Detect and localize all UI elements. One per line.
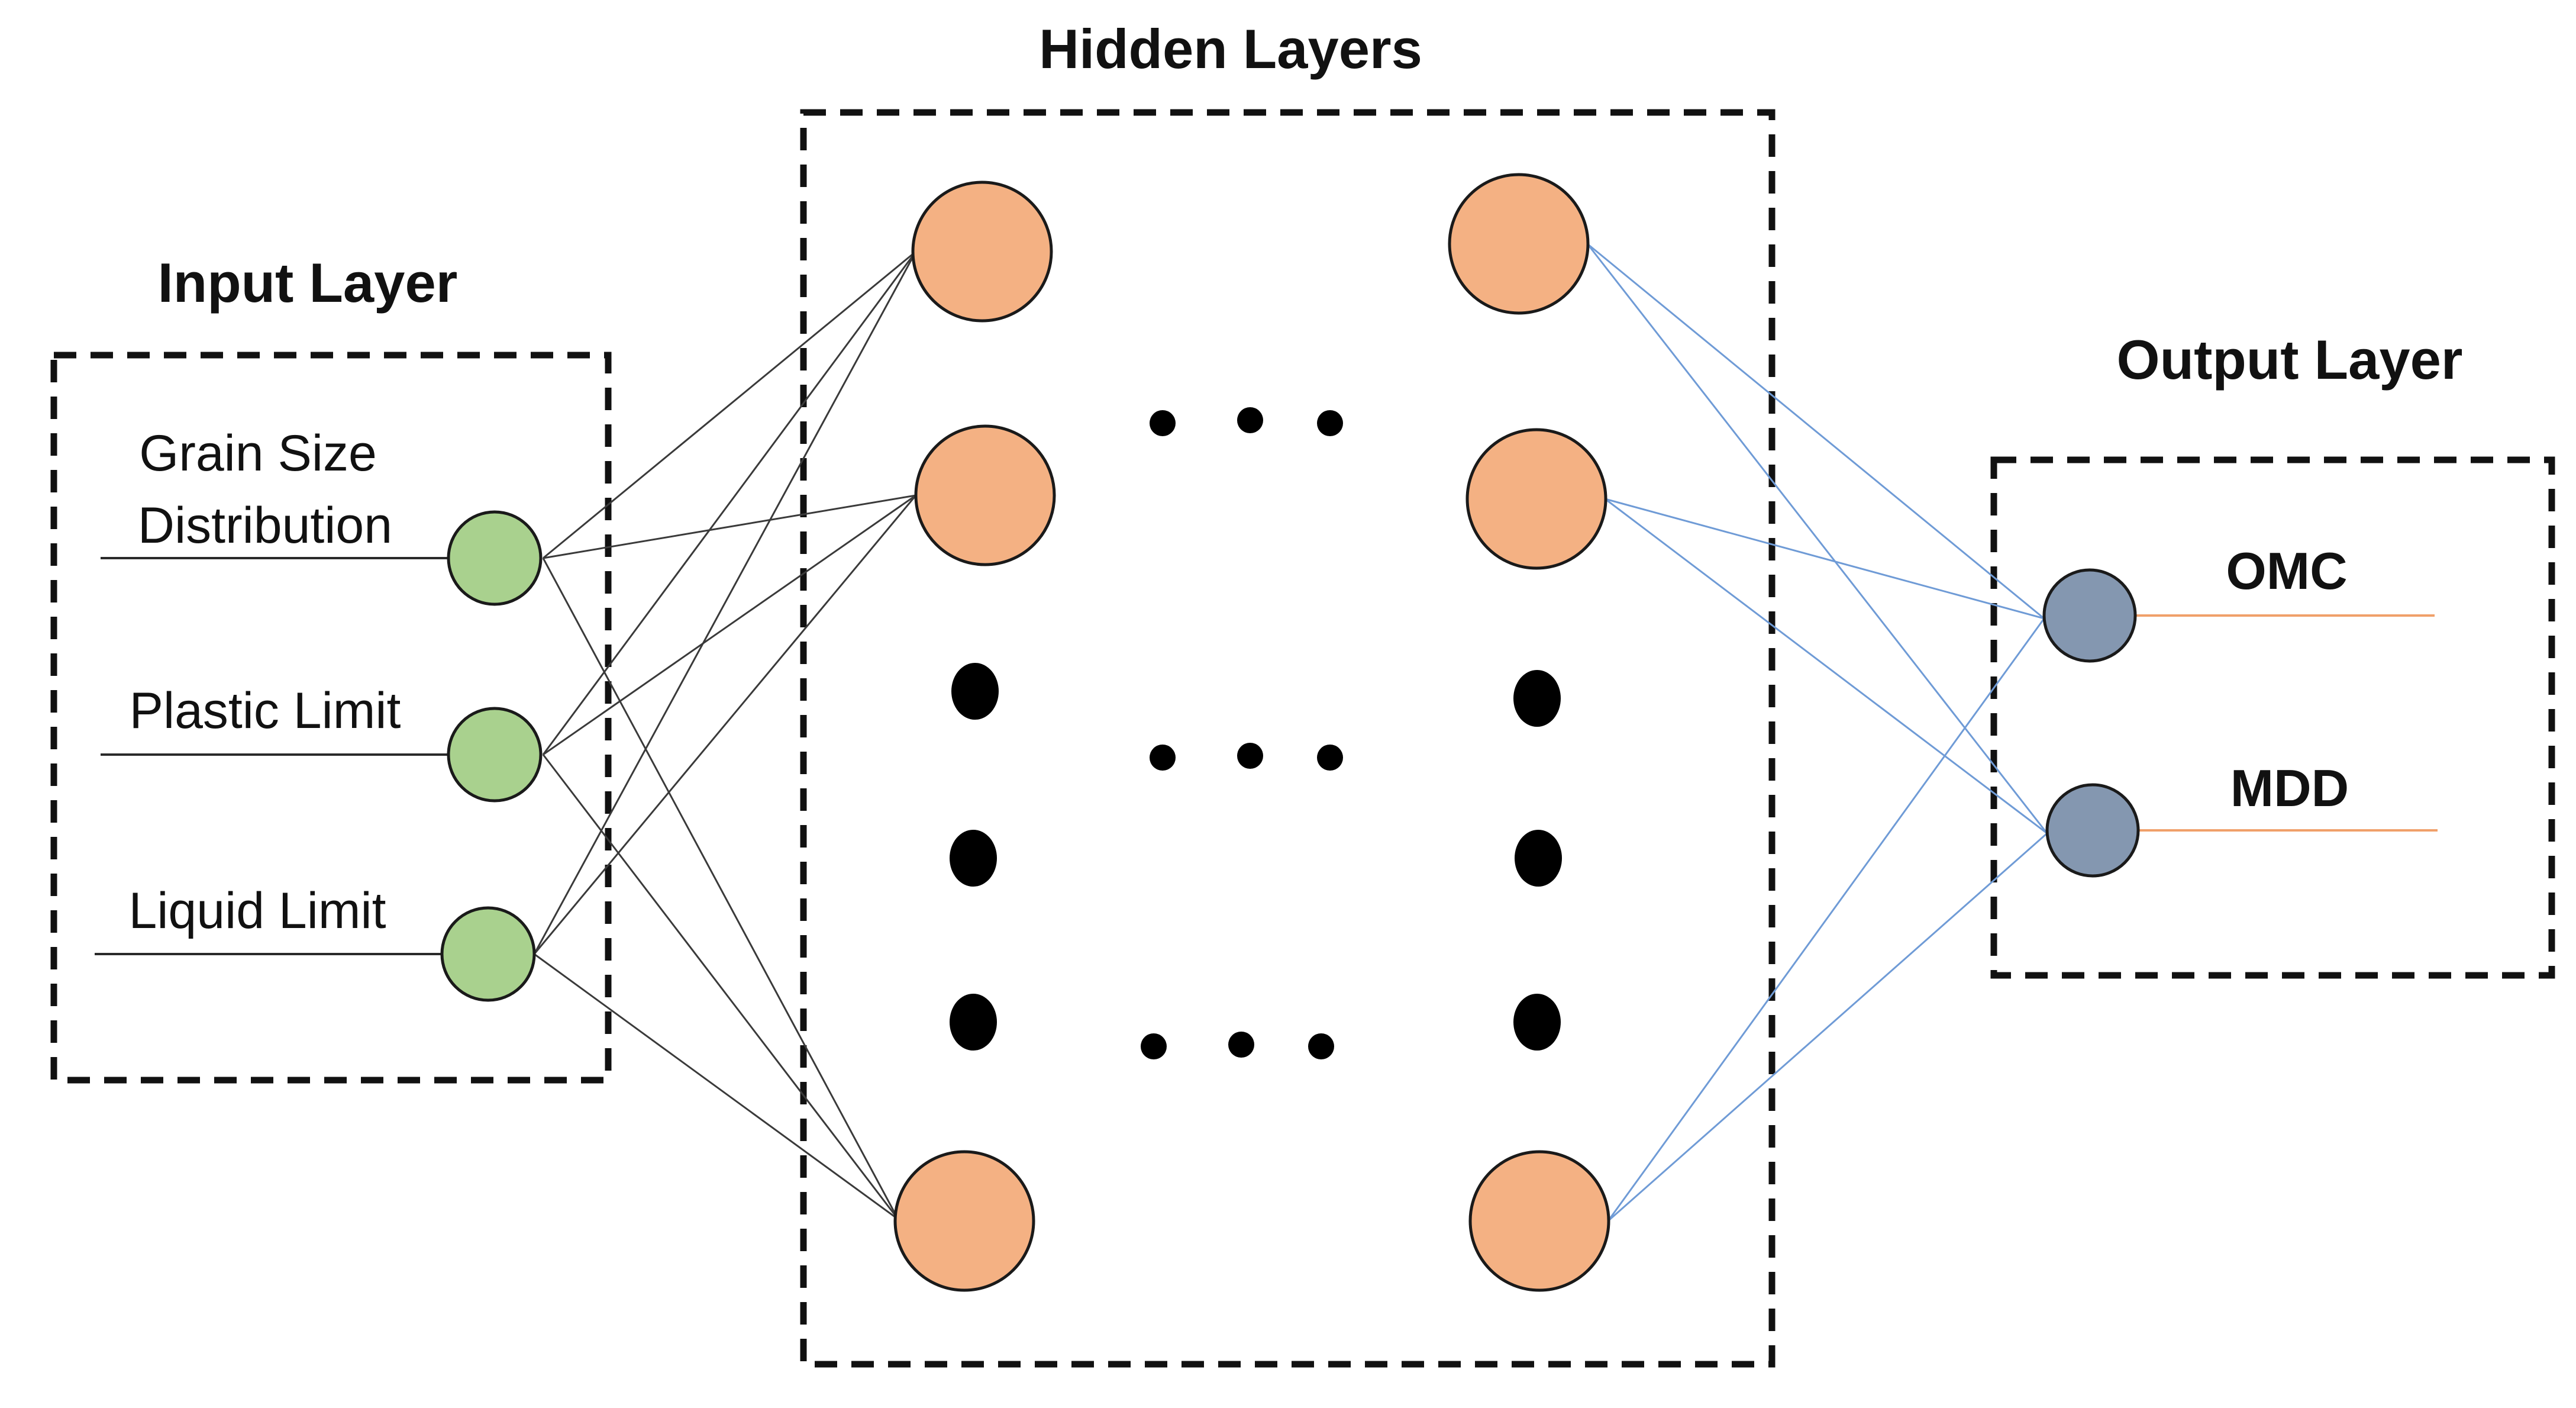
edge <box>543 250 916 559</box>
ellipsis-dot <box>951 663 999 720</box>
hidden-to-output-edges <box>1586 243 2048 1222</box>
input-label-plastic-limit: Plastic Limit <box>130 682 401 739</box>
input-to-hidden-edges <box>533 250 917 1220</box>
input-node-grain-size <box>447 510 543 606</box>
input-node-plastic-limit <box>447 707 543 803</box>
input-label-grain-size: Grain Size Distribution <box>138 425 392 554</box>
edge <box>533 251 917 955</box>
ellipsis-dot <box>1237 743 1263 769</box>
edge <box>533 495 917 955</box>
ellipsis-dot <box>1141 1033 1167 1059</box>
hidden-layers-title: Hidden Layers <box>1039 18 1422 80</box>
hidden-node-col1-second <box>914 424 1056 566</box>
ellipsis-dot <box>1228 1032 1254 1058</box>
ellipsis-dot <box>1317 410 1343 436</box>
ellipsis-dot <box>1317 745 1343 771</box>
edge <box>543 494 916 559</box>
ellipsis-dot <box>1150 410 1176 436</box>
hidden-node-col2-bottom <box>1468 1150 1610 1292</box>
ellipsis-dot <box>1237 407 1263 433</box>
output-label-mdd: MDD <box>2230 759 2349 817</box>
edge <box>1607 618 2045 1222</box>
hidden-node-col1-bottom <box>893 1150 1035 1292</box>
output-node-mdd <box>2045 783 2140 878</box>
edge <box>1605 498 2048 835</box>
hidden-layers-box <box>800 109 1776 1368</box>
edge <box>1605 498 2045 620</box>
hidden-node-col1-top <box>911 181 1053 323</box>
input-layer-title: Input Layer <box>158 252 458 314</box>
hidden-node-col2-second <box>1465 428 1607 570</box>
ellipsis-dot <box>1513 670 1561 727</box>
edge <box>534 953 899 1220</box>
edge <box>542 558 899 1220</box>
hidden-node-col2-top <box>1448 173 1590 315</box>
edge <box>543 494 916 756</box>
edge <box>542 754 899 1220</box>
edge <box>1607 832 2048 1222</box>
edge <box>1587 243 2045 620</box>
output-layer-box <box>1990 456 2555 979</box>
ellipsis-dot <box>1308 1033 1334 1059</box>
ellipsis-dots <box>950 407 1562 1059</box>
input-layer-box <box>50 352 612 1084</box>
output-layer-title: Output Layer <box>2117 328 2463 391</box>
ellipsis-dot <box>1515 830 1562 887</box>
input-label-grain-size-line1: Grain Size <box>139 425 377 482</box>
output-label-omc: OMC <box>2226 542 2347 600</box>
edge <box>1586 243 2048 834</box>
ellipsis-dot <box>1513 994 1561 1051</box>
ellipsis-dot <box>950 994 997 1051</box>
input-label-grain-size-line2: Distribution <box>138 497 392 554</box>
output-node-omc <box>2042 568 2137 663</box>
ellipsis-dot <box>1150 745 1176 771</box>
edge <box>542 251 917 755</box>
input-label-liquid-limit: Liquid Limit <box>129 882 386 939</box>
input-node-liquid-limit <box>440 906 536 1002</box>
ellipsis-dot <box>950 830 997 887</box>
